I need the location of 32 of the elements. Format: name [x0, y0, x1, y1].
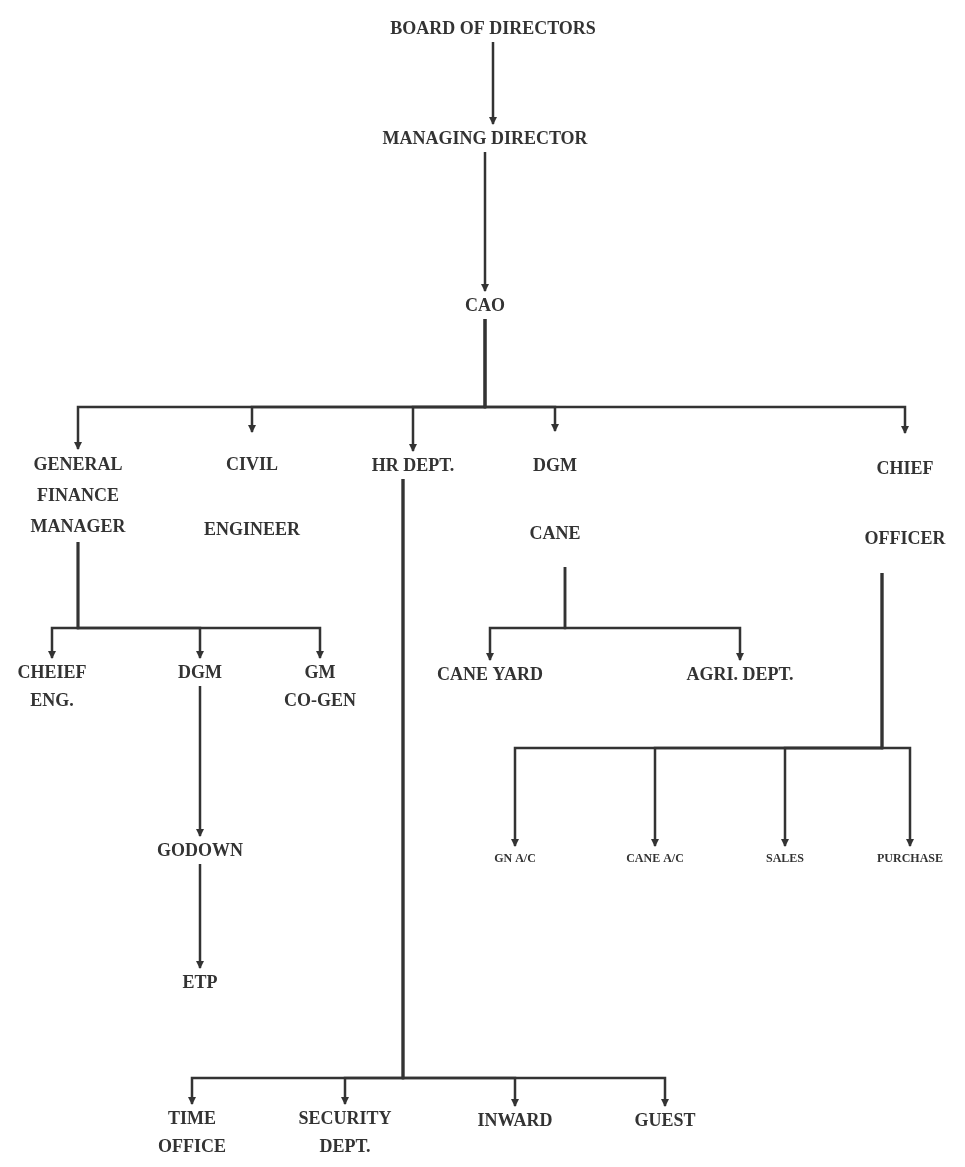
arrow: [483, 319, 909, 434]
org-label: DGM CANE: [528, 454, 582, 545]
org-label: GUEST: [634, 1109, 696, 1132]
arrow: [880, 573, 914, 847]
org-label: TIME OFFICE: [157, 1107, 227, 1158]
org-label: GN A/C: [494, 850, 536, 867]
org-label: SALES: [766, 850, 804, 867]
org-label: GODOWN: [157, 839, 243, 862]
org-label: CAO: [465, 294, 505, 317]
arrow: [489, 42, 497, 125]
arrow: [563, 567, 744, 661]
org-label: CHIEF OFFICER: [863, 457, 947, 550]
org-label: CIVIL ENGINEER: [203, 453, 301, 541]
org-label: GENERAL FINANCE MANAGER: [29, 453, 127, 538]
arrow: [196, 864, 204, 969]
org-label: SECURITY DEPT.: [297, 1107, 393, 1158]
arrow: [76, 542, 324, 659]
arrow: [196, 686, 204, 837]
org-label: DGM: [178, 661, 222, 684]
org-label: GM CO-GEN: [283, 661, 357, 712]
org-label: CHEIEF ENG.: [16, 661, 88, 712]
arrow: [401, 479, 669, 1107]
org-label: CANE A/C: [626, 850, 684, 867]
org-label: AGRI. DEPT.: [686, 663, 794, 686]
org-label: INWARD: [477, 1109, 553, 1132]
org-label: PURCHASE: [877, 850, 943, 867]
org-label: ETP: [182, 971, 218, 994]
org-label: HR DEPT.: [371, 454, 455, 477]
org-label: CANE YARD: [437, 663, 543, 686]
org-label: BOARD OF DIRECTORS: [390, 17, 596, 40]
arrow: [481, 152, 489, 292]
org-label: MANAGING DIRECTOR: [382, 127, 588, 150]
